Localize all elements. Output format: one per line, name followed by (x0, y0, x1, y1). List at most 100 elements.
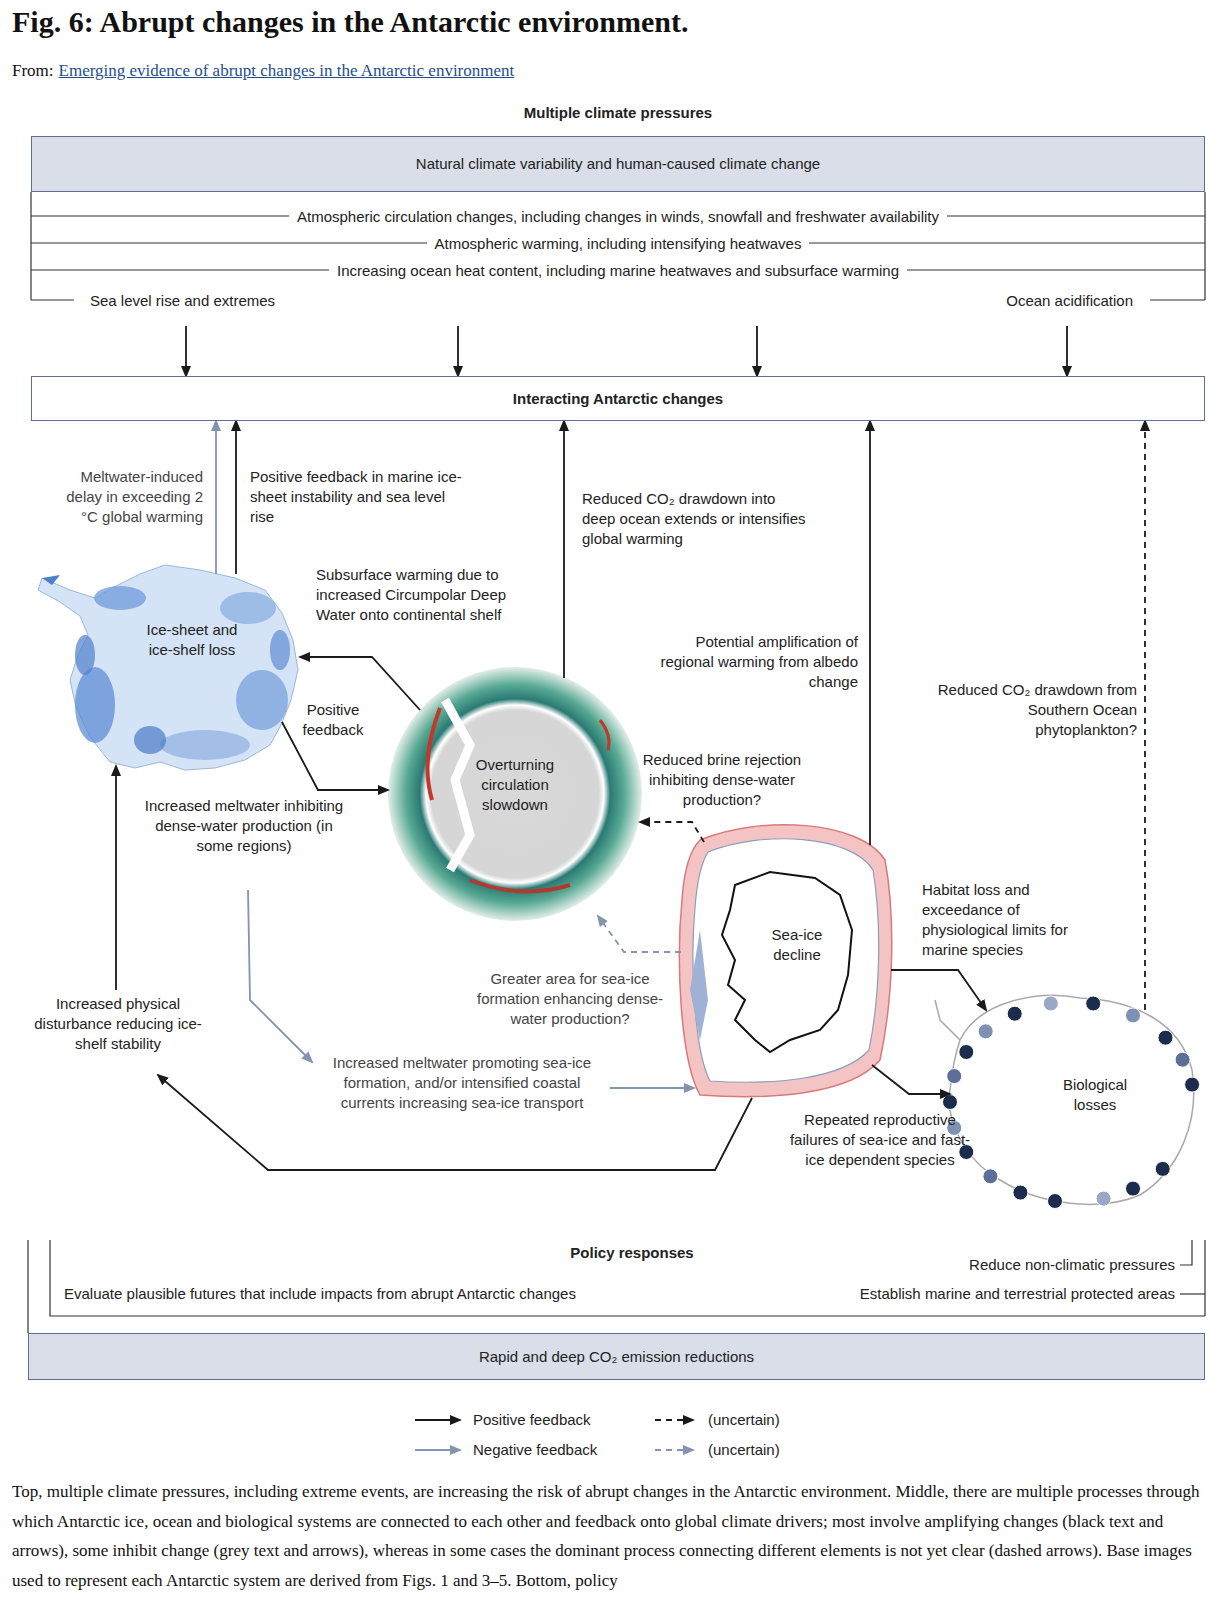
ice-shelf (445, 700, 470, 870)
biology-map (935, 995, 1200, 1208)
melt-patch (94, 586, 146, 610)
arrow-label: Reduced CO₂ drawdown into deep ocean ext… (582, 489, 812, 549)
melt-patch (134, 726, 166, 754)
arrow-line (1066, 326, 1068, 376)
arrow-line (563, 421, 565, 678)
colony-dot (1086, 996, 1101, 1011)
colony-dot (1175, 1052, 1190, 1067)
colony-dot (1185, 1077, 1200, 1092)
feedback-arrow (870, 421, 871, 845)
legend-sample (415, 1449, 460, 1451)
melt-patch (75, 667, 115, 743)
node-text: Natural climate variability and human-ca… (416, 154, 820, 174)
arrow-line (235, 421, 237, 574)
melt-patch (75, 635, 95, 675)
pressure-label: Atmospheric warming, including intensify… (427, 234, 810, 254)
colony-dot (1126, 1181, 1141, 1196)
node-text: Biological losses (1050, 1075, 1140, 1115)
bracket-line (50, 1240, 1205, 1316)
colony-dot (1155, 1161, 1170, 1176)
arrow-label: Increased physical disturbance reducing … (31, 994, 206, 1054)
ocean-globe (388, 667, 642, 921)
feedback-arrow (640, 822, 704, 842)
arrow-label: Habitat loss and exceedance of physiolog… (922, 880, 1092, 960)
changes-box: Interacting Antarctic changes (31, 376, 1205, 421)
sea-ice-gain (690, 930, 708, 1040)
arrow-label: Meltwater-induced delay in exceeding 2 °… (51, 467, 203, 527)
arrow-label: Increased meltwater promoting sea-ice fo… (317, 1053, 607, 1113)
arrow-line (640, 822, 704, 842)
melt-patch (220, 592, 276, 624)
arrow-label: Repeated reproductive failures of sea-ic… (788, 1110, 973, 1170)
node-text: Rapid and deep CO₂ emission reductions (479, 1347, 754, 1367)
colony-dot (978, 1024, 993, 1039)
colony-dot (1096, 1191, 1111, 1206)
bracket-line (30, 192, 31, 300)
colony-dot (1126, 1008, 1141, 1023)
colony-dots (943, 996, 1200, 1209)
colony-dot (1048, 1194, 1063, 1209)
figure-caption: Top, multiple climate pressures, includi… (12, 1477, 1218, 1595)
feedback-arrow (1067, 326, 1068, 376)
melt-patch (160, 730, 250, 760)
legend-sample (415, 1419, 460, 1421)
colony-dot (1158, 1030, 1173, 1045)
colony-dot (983, 1169, 998, 1184)
arrow-label: Greater area for sea-ice formation enhan… (468, 969, 673, 1029)
bracket-line (27, 1240, 28, 1333)
bracket-line (1204, 1240, 1205, 1316)
legend-sample (655, 1449, 693, 1451)
arrow-label: Increased meltwater inhibiting dense-wat… (144, 796, 344, 856)
feedback-arrow (186, 326, 187, 376)
feedback-arrow (564, 421, 565, 678)
note-label: Reduce non-climatic pressures (969, 1255, 1175, 1275)
colony-dot (943, 1095, 958, 1110)
ice-sheet-node: Ice-sheet and ice-shelf loss (35, 565, 300, 776)
node-text: Overturning circulation slowdown (460, 755, 570, 815)
arrow-line (869, 421, 871, 845)
bracket-line (1180, 1240, 1192, 1265)
colony-dot (947, 1069, 962, 1084)
legend-text: (uncertain) (708, 1440, 780, 1460)
biology-node: Biological losses (930, 985, 1220, 1220)
feedback-arrow (757, 326, 758, 376)
note-label: Establish marine and terrestrial protect… (860, 1284, 1175, 1304)
pressure-label: Increasing ocean heat content, including… (329, 261, 907, 281)
arrow-label: Positive feedback in marine ice-sheet in… (250, 467, 465, 527)
bracket-line (31, 299, 74, 300)
bracket-line (1180, 1293, 1205, 1294)
node-text: Ice-sheet and ice-shelf loss (137, 620, 247, 660)
arrow-line (215, 421, 217, 574)
pressure-label: Sea level rise and extremes (82, 291, 283, 311)
pressure-label: Ocean acidification (998, 291, 1141, 311)
continent-outline (722, 872, 852, 1052)
legend-text: Negative feedback (473, 1440, 597, 1460)
feedback-arrow (598, 916, 681, 952)
feedback-arrow (116, 766, 752, 1170)
sea-ice-recent (693, 839, 879, 1082)
globe (388, 667, 642, 921)
note-label: From: (12, 60, 54, 82)
arrow-line (610, 1087, 694, 1089)
colony-dot (1043, 996, 1058, 1011)
arrow-line (598, 916, 681, 952)
arrow-line (872, 1065, 950, 1094)
feedback-arrow (1145, 421, 1146, 1010)
melt-rate (600, 720, 609, 750)
heading-text: Multiple climate pressures (32, 103, 1204, 123)
arrow-line (185, 326, 187, 376)
pressure-bracket (31, 192, 1205, 300)
bracket-line (1150, 299, 1205, 300)
note-label: Positive feedback (293, 700, 373, 740)
melt-rate (428, 708, 441, 800)
continent-outline (38, 565, 298, 770)
node-text: Interacting Antarctic changes (513, 389, 723, 409)
figure-title: Fig. 6: Abrupt changes in the Antarctic … (12, 4, 688, 40)
feedback-arrow (891, 970, 986, 1010)
coastline (949, 995, 1193, 1204)
arrow-line (891, 970, 986, 1010)
feedback-arrow (216, 421, 217, 574)
colony-dot (1013, 1185, 1028, 1200)
policy-box: Rapid and deep CO₂ emission reductions (28, 1333, 1205, 1380)
